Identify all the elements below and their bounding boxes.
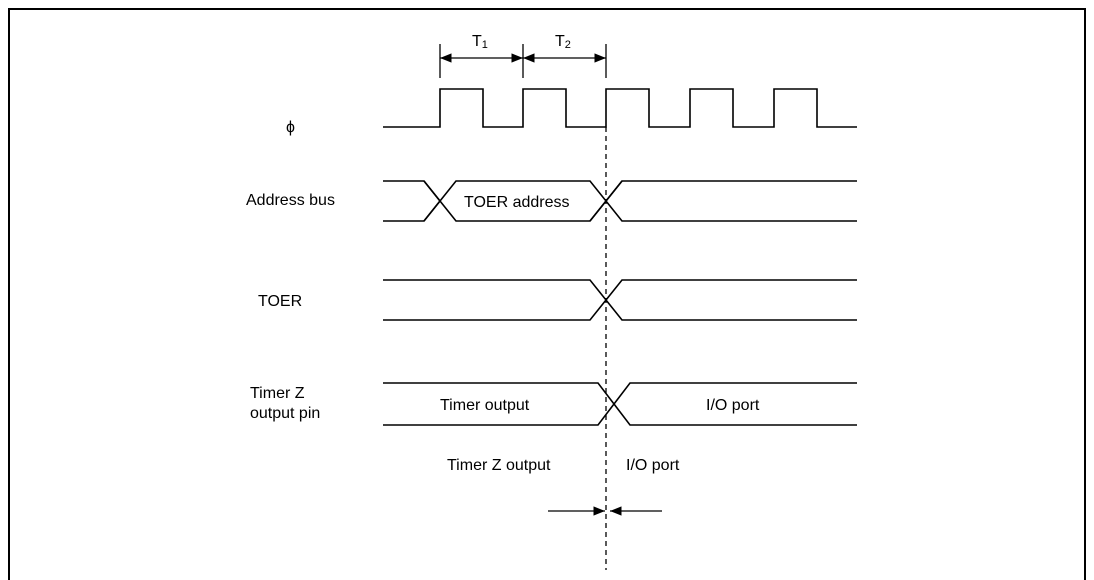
phi-clock-waveform (383, 88, 857, 128)
io-port-value: I/O port (706, 397, 760, 414)
timing-markers: T1 T2 (439, 33, 607, 78)
toer-address-value: TOER address (464, 194, 570, 211)
timer-z-label-line1: Timer Z (250, 385, 305, 402)
io-port-caption: I/O port (626, 457, 680, 474)
diagram-frame (8, 8, 1086, 580)
toer-waveform (383, 279, 857, 321)
address-bus-label: Address bus (246, 192, 335, 209)
timer-z-waveform (383, 382, 857, 426)
toer-label: TOER (258, 293, 302, 310)
timer-z-output-caption: Timer Z output (447, 457, 551, 474)
address-bus-waveform (383, 180, 857, 222)
t1-label: T1 (472, 33, 488, 51)
t2-label: T2 (555, 33, 571, 51)
timer-z-label-line2: output pin (250, 405, 320, 422)
phi-label: ϕ (286, 119, 295, 136)
timer-output-value: Timer output (440, 397, 530, 414)
